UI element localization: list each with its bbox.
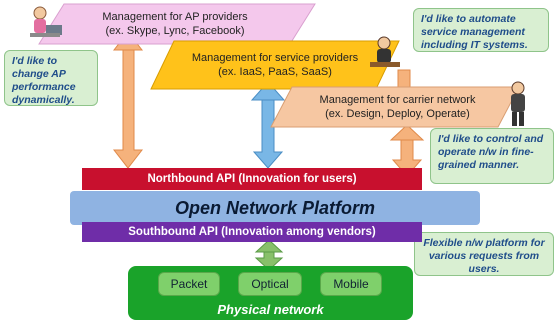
northbound-label: Northbound API (Innovation for users) xyxy=(147,173,357,185)
service-providers-banner: Management for service providers (ex. Ia… xyxy=(175,44,375,86)
carrier-banner-shape xyxy=(270,86,520,128)
service-arrow xyxy=(250,81,286,169)
note-control: I'd like to control and operate n/w in f… xyxy=(430,128,554,184)
carrier-network-banner: Management for carrier network (ex. Desi… xyxy=(295,89,500,125)
ap-arrow xyxy=(112,31,144,169)
physical-item-packet: Packet xyxy=(158,272,220,296)
physical-network-label: Physical network xyxy=(128,300,413,318)
ap-providers-title: Management for AP providers xyxy=(102,11,248,23)
person-standing-icon xyxy=(511,81,525,126)
note-ap-performance: I'd like to change AP performance dynami… xyxy=(4,50,98,106)
physical-item-packet-label: Packet xyxy=(170,277,208,291)
carrier-network-subtitle: (ex. Design, Deploy, Operate) xyxy=(325,108,470,120)
physical-network-label-text: Physical network xyxy=(217,301,324,317)
ap-providers-subtitle: (ex. Skype, Lync, Facebook) xyxy=(105,25,245,37)
platform-label: Open Network Platform xyxy=(174,197,376,218)
service-providers-title: Management for service providers xyxy=(191,52,359,64)
physical-item-optical-label: Optical xyxy=(251,277,289,291)
southbound-label: Southbound API (Innovation among vendors… xyxy=(128,226,376,238)
physical-item-mobile: Mobile xyxy=(320,272,382,296)
note-control-text: I'd like to control and operate n/w in f… xyxy=(438,133,544,171)
southbound-api-bar: Southbound API (Innovation among vendors… xyxy=(82,222,422,242)
physical-item-mobile-label: Mobile xyxy=(333,277,369,291)
carrier-network-title: Management for carrier network xyxy=(319,94,476,106)
person-laptop-icon xyxy=(30,6,62,37)
northbound-api-bar: Northbound API (Innovation for users) xyxy=(82,168,422,190)
carrier-arrow xyxy=(389,124,425,177)
person-desk-icon xyxy=(370,36,400,67)
note-ap-performance-text: I'd like to change AP performance dynami… xyxy=(12,55,76,106)
note-automate-text: I'd like to automate service management … xyxy=(421,13,528,51)
note-automate: I'd like to automate service management … xyxy=(413,8,549,52)
physical-arrow xyxy=(254,239,284,271)
physical-network-panel: Packet Optical Mobile Physical network xyxy=(128,266,413,320)
note-flexible-text: Flexible n/w platform for various reques… xyxy=(423,237,545,275)
note-flexible: Flexible n/w platform for various reques… xyxy=(414,232,554,276)
service-providers-subtitle: (ex. IaaS, PaaS, SaaS) xyxy=(218,66,332,78)
open-network-platform-bar: Open Network Platform xyxy=(70,191,480,225)
ap-providers-banner: Management for AP providers (ex. Skype, … xyxy=(60,6,290,42)
physical-item-optical: Optical xyxy=(238,272,302,296)
